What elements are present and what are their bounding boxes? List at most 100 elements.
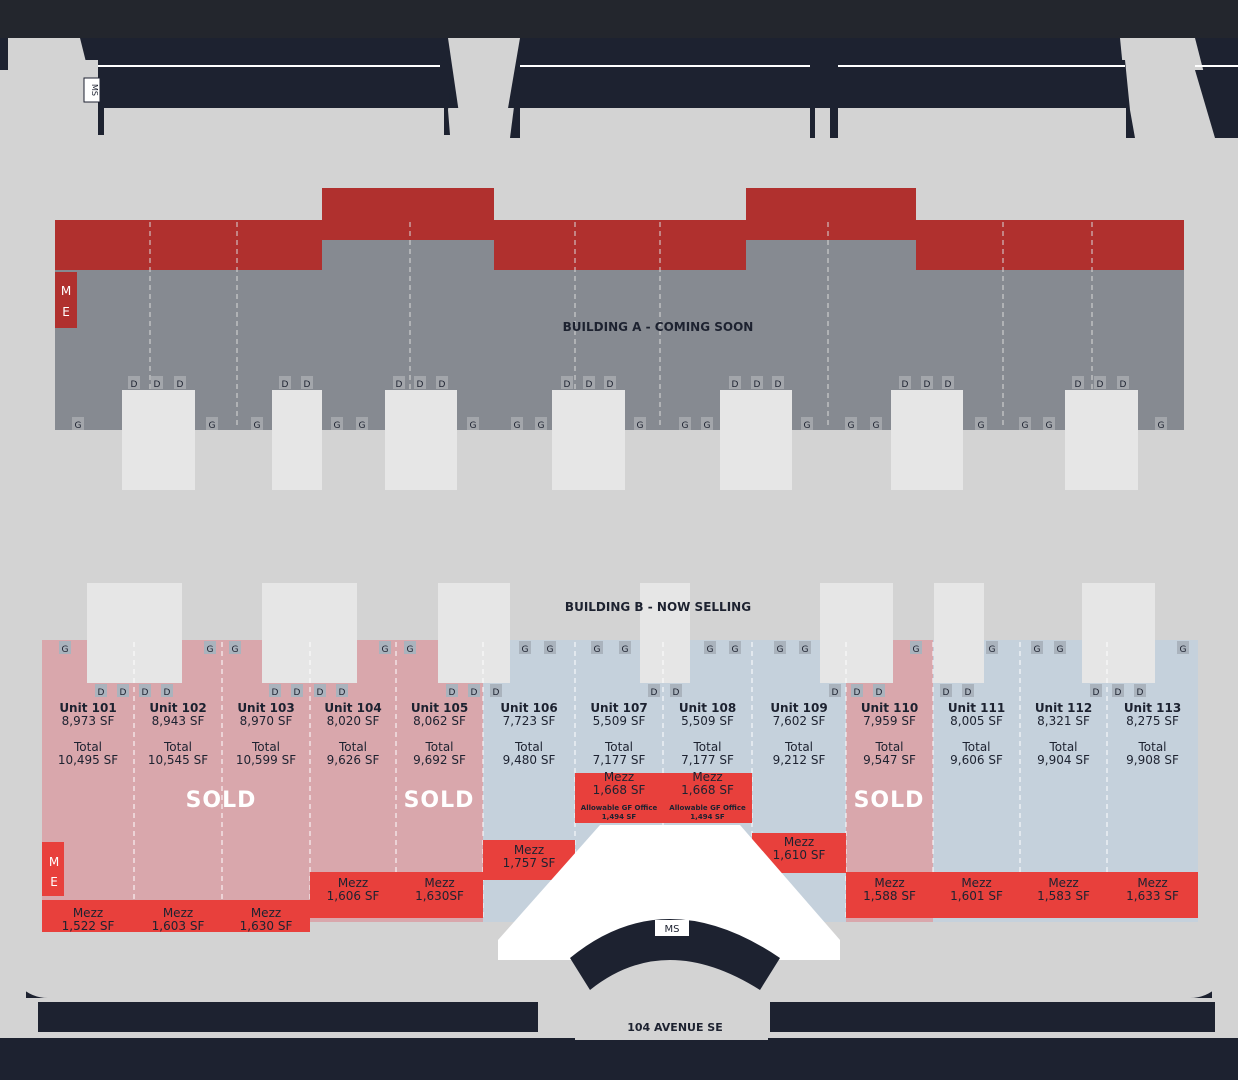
grade-door-label: G (637, 421, 644, 431)
dock-door (604, 376, 616, 389)
dock-door-label: D (1137, 688, 1144, 698)
me-room-a (55, 272, 77, 328)
mezz-label: Mezz (73, 906, 103, 920)
grade-door (1155, 417, 1167, 430)
grade-door-label: G (804, 421, 811, 431)
dock-door-label: D (673, 688, 680, 698)
me-m-b: M (49, 855, 59, 869)
unit-total-label: Total (604, 740, 633, 754)
unit-total: 9,480 SF (503, 753, 556, 767)
grade-door (204, 641, 216, 654)
unit-name: Unit 107 (590, 701, 647, 715)
grade-door (379, 641, 391, 654)
grade-door-label: G (989, 645, 996, 655)
dock-door-label: D (493, 688, 500, 698)
unit-total-label: Total (874, 740, 903, 754)
mezz-sf: 1,583 SF (1037, 889, 1090, 903)
mezz-sf: 1,610 SF (773, 848, 826, 862)
mezz-sf: 1,603 SF (152, 919, 205, 933)
dock-door (670, 684, 682, 697)
grade-door-label: G (334, 421, 341, 431)
dock-door-label: D (943, 688, 950, 698)
grade-door (544, 641, 556, 654)
dock-door-label: D (164, 688, 171, 698)
unit-total-label: Total (163, 740, 192, 754)
dock-door-label: D (732, 380, 739, 390)
dock-door-label: D (607, 380, 614, 390)
loading-pad (891, 390, 963, 490)
loading-pad (1082, 583, 1155, 683)
grade-door (975, 417, 987, 430)
bottom-street-label: 104 AVENUE SE (627, 1021, 723, 1034)
mezz-sf: 1,606 SF (327, 889, 380, 903)
dock-door (1117, 376, 1129, 389)
dock-door (95, 684, 107, 697)
unit-sf: 8,005 SF (950, 714, 1003, 728)
mezzanine-area (396, 872, 483, 918)
building-a-label: BUILDING A - COMING SOON (563, 320, 754, 334)
grade-door-label: G (407, 645, 414, 655)
dock-door-label: D (471, 688, 478, 698)
unit-name: Unit 103 (237, 701, 294, 715)
grade-door (519, 641, 531, 654)
unit-name: Unit 109 (770, 701, 827, 715)
grade-door-label: G (514, 421, 521, 431)
grade-door-label: G (538, 421, 545, 431)
grade-door-label: G (594, 645, 601, 655)
unit-name: Unit 104 (324, 701, 381, 715)
dock-door-label: D (304, 380, 311, 390)
unit-name: Unit 101 (59, 701, 116, 715)
grade-door (774, 641, 786, 654)
dock-door-label: D (317, 688, 324, 698)
grade-door (1054, 641, 1066, 654)
grade-door (72, 417, 84, 430)
mezzanine-area (1020, 872, 1107, 918)
grade-door-label: G (732, 645, 739, 655)
grade-door-label: G (1046, 421, 1053, 431)
mezz-label: Mezz (692, 770, 722, 784)
dock-door-label: D (651, 688, 658, 698)
dock-door-label: D (924, 380, 931, 390)
unit-sf: 8,970 SF (240, 714, 293, 728)
mezzanine-area (42, 902, 134, 932)
unit-sf: 7,723 SF (503, 714, 556, 728)
unit-sf: 8,321 SF (1037, 714, 1090, 728)
dock-door-label: D (177, 380, 184, 390)
unit-total: 9,908 SF (1126, 753, 1179, 767)
grade-door (701, 417, 713, 430)
dock-door (151, 376, 163, 389)
allowable-office-sf: 1,494 SF (690, 813, 725, 821)
loading-pad (820, 583, 893, 683)
unit-total-label: Total (251, 740, 280, 754)
dock-door-label: D (120, 688, 127, 698)
dock-door (648, 684, 660, 697)
dock-door-label: D (965, 688, 972, 698)
unit-total-label: Total (514, 740, 543, 754)
dock-door-label: D (832, 688, 839, 698)
unit-total-label: Total (424, 740, 453, 754)
unit-sf: 8,943 SF (152, 714, 205, 728)
grade-door-label: G (209, 421, 216, 431)
unit-total-label: Total (338, 740, 367, 754)
grade-door-label: G (207, 645, 214, 655)
mezz-sf: 1,588 SF (863, 889, 916, 903)
grade-door-label: G (802, 645, 809, 655)
dock-door-label: D (854, 688, 861, 698)
ms-label-bottom: MS (665, 924, 680, 935)
loading-pad (272, 390, 322, 490)
unit-total-label: Total (784, 740, 813, 754)
mezz-sf: 1,668 SF (593, 783, 646, 797)
mezzanine-area (222, 902, 310, 932)
loading-pad (122, 390, 195, 490)
grade-door-label: G (1057, 645, 1064, 655)
grade-door (619, 641, 631, 654)
sold-label: SOLD (404, 788, 475, 813)
unit-total-label: Total (1137, 740, 1166, 754)
unit-total-label: Total (73, 740, 102, 754)
grade-door-label: G (682, 421, 689, 431)
dock-door-label: D (564, 380, 571, 390)
mezz-sf: 1,668 SF (681, 783, 734, 797)
dock-door-label: D (417, 380, 424, 390)
dock-door-label: D (339, 688, 346, 698)
